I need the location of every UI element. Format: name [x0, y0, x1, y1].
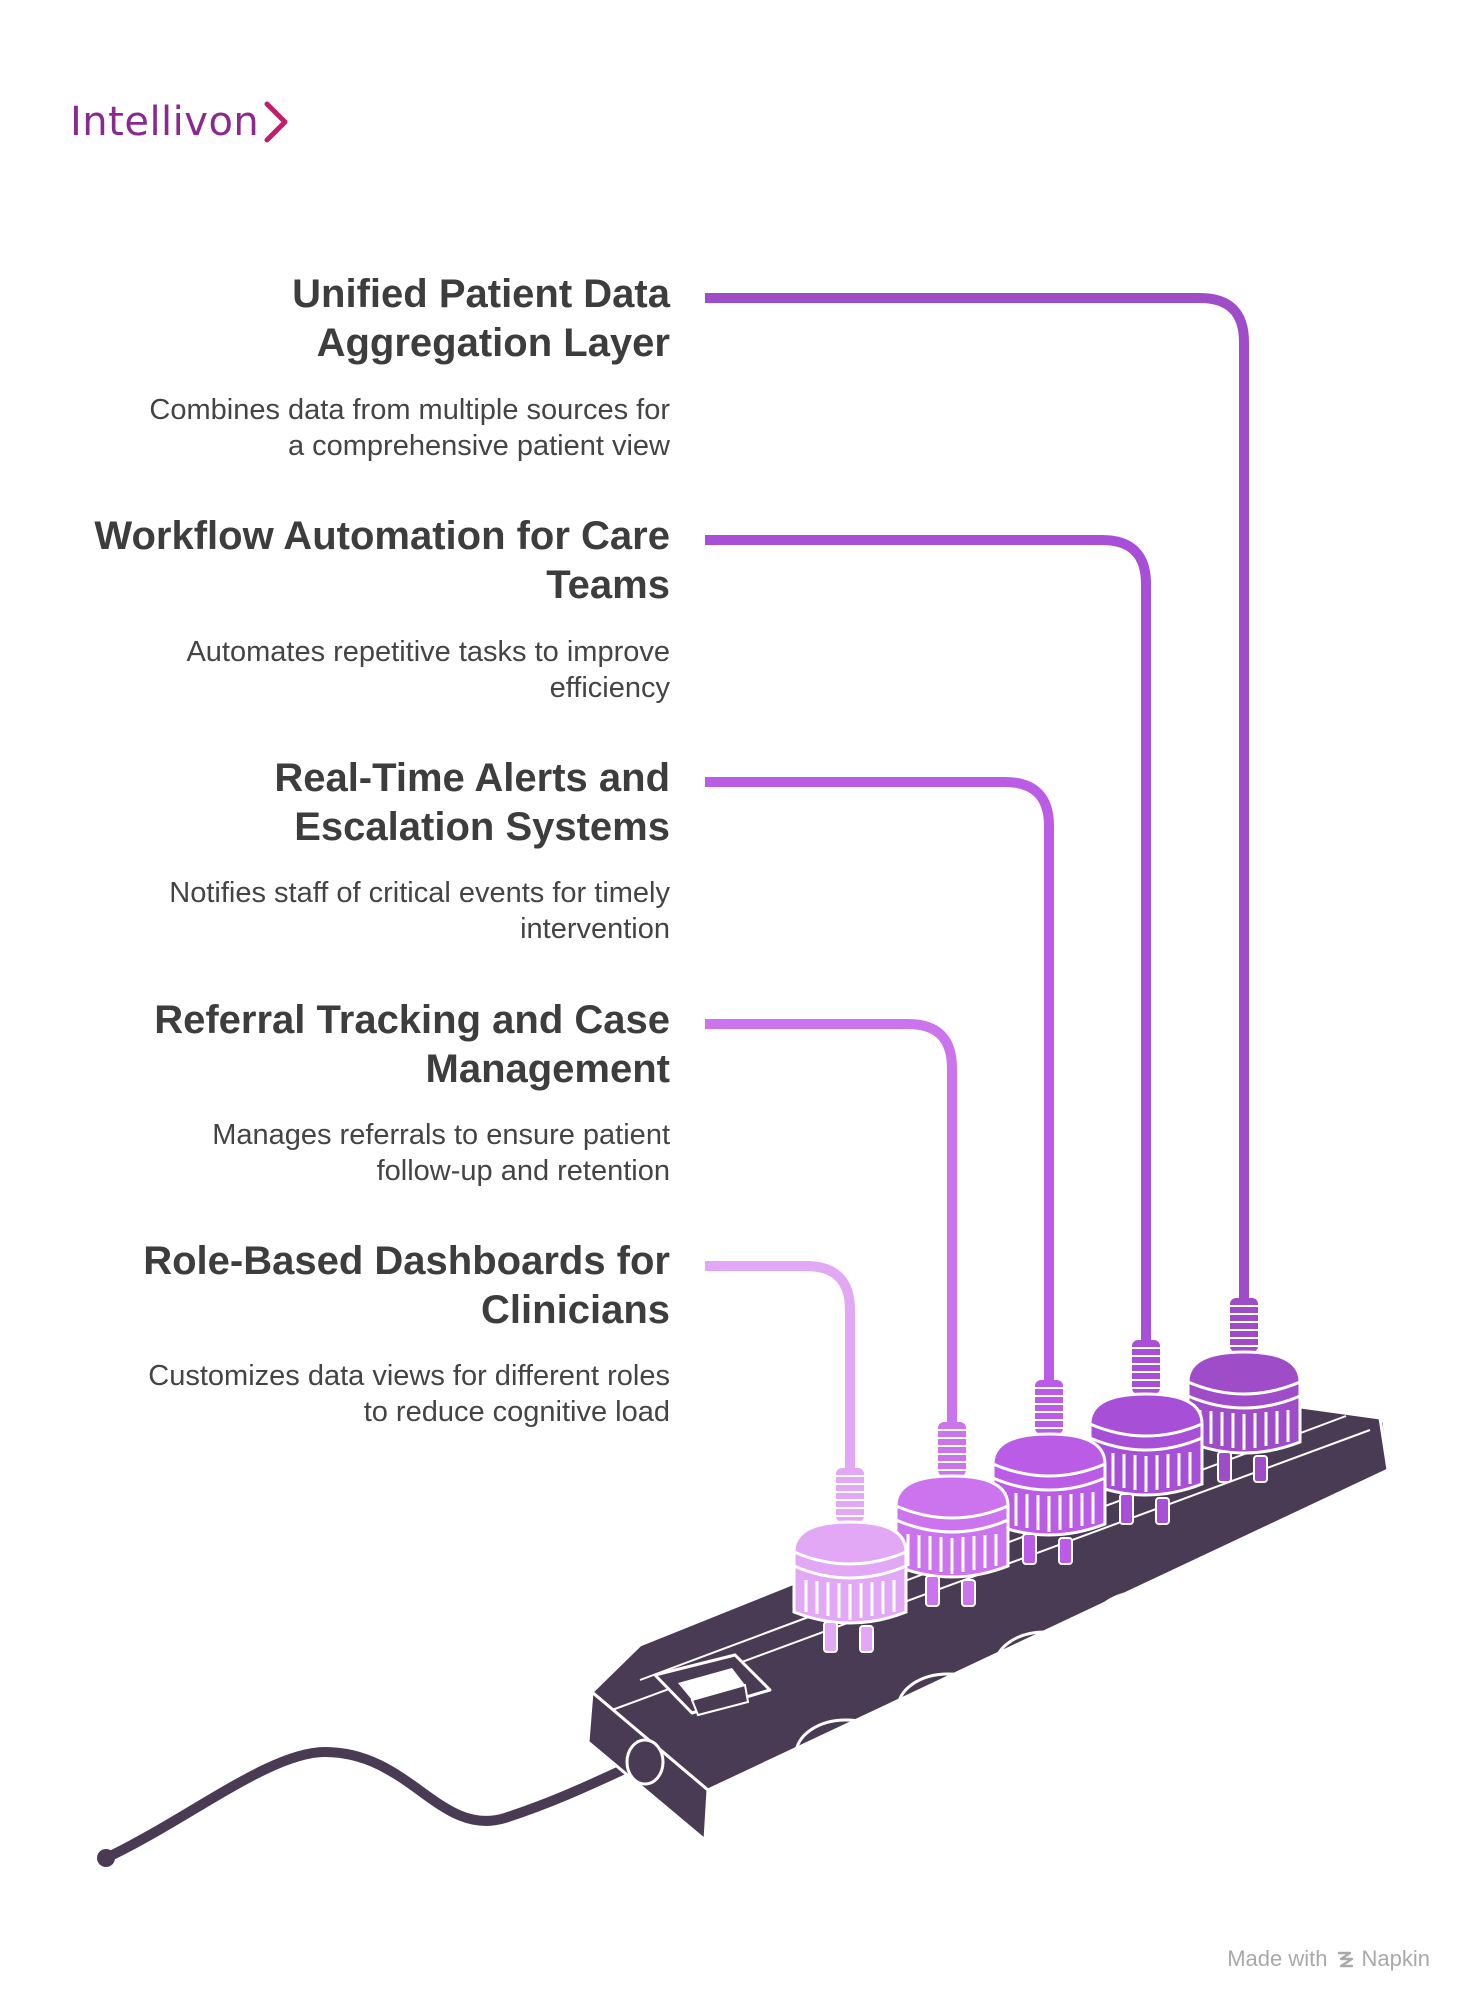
plug-cable	[705, 777, 1054, 1380]
feature-title-unified-patient-data: Unified Patient Data Aggregation Layer	[292, 272, 670, 365]
plug	[1186, 1298, 1302, 1483]
feature-title-workflow-automation: Workflow Automation for Care Teams	[94, 514, 670, 607]
plug	[894, 1422, 1010, 1607]
plug-cable	[705, 1019, 957, 1422]
power-cord	[103, 1746, 645, 1862]
napkin-logo-icon	[1337, 1951, 1353, 1968]
socket	[993, 1630, 1097, 1702]
socket	[896, 1672, 1000, 1744]
napkin-label: Napkin	[1361, 1946, 1430, 1971]
made-with-label: Made with	[1227, 1946, 1328, 1971]
feature-desc-workflow-automation: Automates repetitive tasks to improve ef…	[186, 636, 670, 704]
feature-desc-role-based-dashboards: Customizes data views for different role…	[148, 1360, 670, 1428]
socket	[1090, 1590, 1194, 1662]
brand-logo: Intellivon	[70, 92, 289, 152]
cord-end	[97, 1849, 115, 1867]
chevron-right-icon	[264, 101, 288, 143]
feature-title-real-time-alerts: Real-Time Alerts and Escalation Systems	[274, 756, 670, 849]
power-strip	[586, 1398, 1390, 1842]
feature-desc-unified-patient-data: Combines data from multiple sources for …	[149, 394, 670, 462]
made-with-napkin-credit: Made with Napkin	[1227, 1946, 1430, 1972]
plug	[792, 1468, 908, 1653]
feature-title-referral-tracking: Referral Tracking and Case Management	[154, 998, 670, 1091]
strip-top-face	[590, 1398, 1390, 1792]
plug	[1088, 1340, 1204, 1525]
feature-title-role-based-dashboards: Role-Based Dashboards for Clinicians	[143, 1239, 670, 1332]
feature-desc-real-time-alerts: Notifies staff of critical events for ti…	[169, 877, 670, 945]
plug-cable	[705, 293, 1249, 1298]
brand-name: Intellivon	[70, 99, 260, 145]
plug-cables	[705, 293, 1249, 1468]
socket	[794, 1718, 898, 1790]
cord-grommet	[625, 1738, 665, 1786]
plugs	[792, 1298, 1302, 1653]
plug-cable	[705, 1261, 855, 1468]
sockets	[794, 1548, 1292, 1790]
socket	[1188, 1548, 1292, 1620]
plug-cable	[705, 535, 1151, 1340]
power-switch	[653, 1653, 772, 1717]
feature-desc-referral-tracking: Manages referrals to ensure patient foll…	[212, 1119, 670, 1187]
